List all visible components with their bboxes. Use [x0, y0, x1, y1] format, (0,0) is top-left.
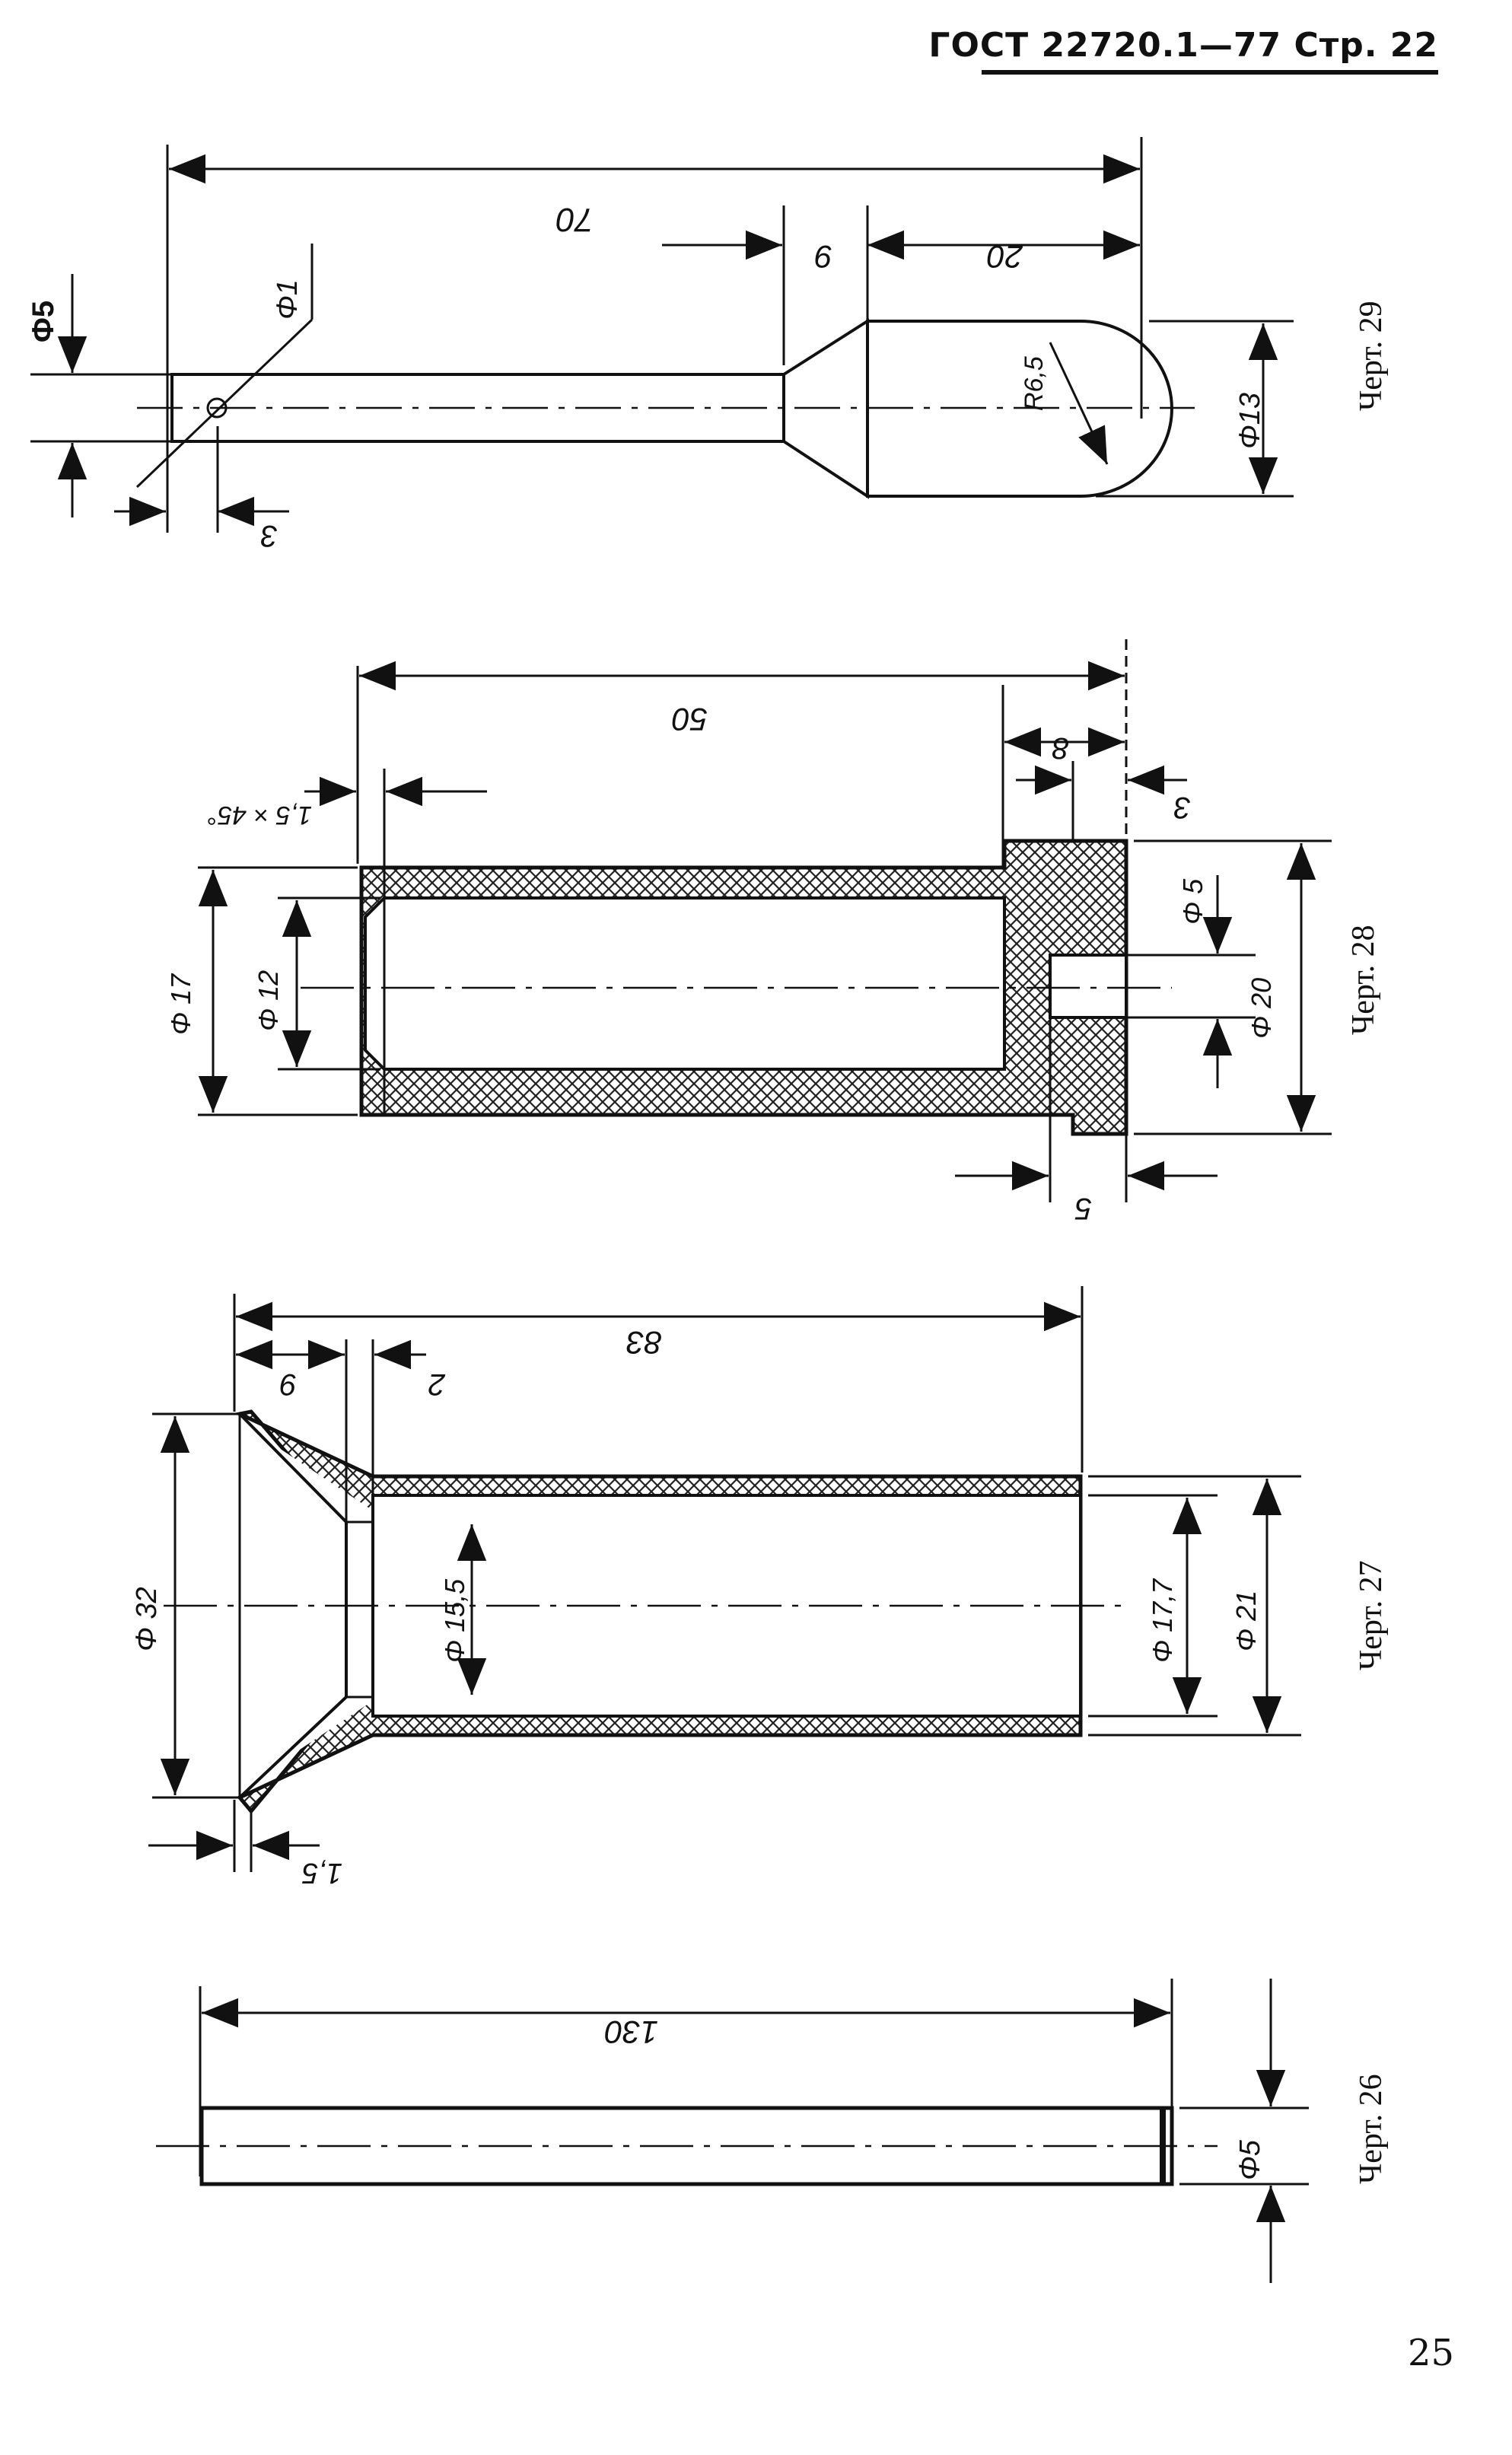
fig28-dim-dia20: Φ 20: [1246, 978, 1277, 1039]
fig29-caption: Черт. 29: [1354, 301, 1389, 411]
fig27-dim-9: 9: [280, 1368, 297, 1401]
figure-28: [198, 639, 1332, 1202]
figure-29-labels: 70 9 20 Φ1 Φ5 3 R6,5 Φ13 Черт. 29: [27, 201, 1389, 552]
fig28-dim-5: 5: [1074, 1192, 1092, 1225]
fig26-dim-dia5: Φ5: [1234, 2139, 1266, 2180]
figure-26-labels: 130 Φ5 Черт. 26: [604, 2014, 1389, 2184]
fig29-dim-dia5: Φ5: [27, 301, 60, 342]
fig28-dim-dia17: Φ 17: [165, 973, 196, 1035]
figure-27: [148, 1286, 1301, 1872]
fig27-caption: Черт. 27: [1354, 1560, 1389, 1670]
fig29-dim-r65: R6,5: [1020, 356, 1049, 411]
fig27-dim-dia177: Φ 17,7: [1147, 1578, 1178, 1663]
fig29-dim-dia1: Φ1: [272, 279, 304, 320]
page-number: 25: [1408, 2332, 1455, 2374]
fig28-dim-8: 8: [1052, 731, 1069, 765]
fig27-dim-83: 83: [626, 1325, 662, 1361]
fig28-dim-dia5: Φ 5: [1177, 878, 1208, 925]
fig29-dim-dia13: Φ13: [1234, 393, 1266, 449]
fig27-dim-2: 2: [428, 1368, 446, 1401]
header-title: ГОСТ 22720.1—77 Стр. 22: [928, 26, 1438, 65]
fig29-dim-3: 3: [261, 519, 278, 552]
fig27-dim-dia155: Φ 15,5: [439, 1578, 470, 1663]
fig27-dim-15: 1,5: [301, 1857, 342, 1889]
figure-26: [156, 1979, 1309, 2283]
fig27-dim-dia32: Φ 32: [131, 1587, 163, 1651]
fig29-dim-70: 70: [556, 201, 594, 238]
fig28-dim-50: 50: [672, 702, 708, 737]
fig27-dim-dia21: Φ 21: [1230, 1590, 1262, 1651]
fig29-dim-20: 20: [987, 239, 1023, 275]
fig29-dim-9: 9: [815, 239, 832, 275]
figure-29: [30, 137, 1294, 533]
page-header: ГОСТ 22720.1—77 Стр. 22: [928, 11, 1438, 75]
fig26-caption: Черт. 26: [1354, 2074, 1389, 2184]
figure-28-labels: 50 8 3 1,5 × 45° Φ 17 Φ 12 Φ 5 Φ 20 5 Че…: [165, 702, 1381, 1225]
fig26-dim-130: 130: [604, 2014, 658, 2050]
fig28-dim-dia12: Φ 12: [253, 970, 284, 1031]
fig28-caption: Черт. 28: [1346, 925, 1381, 1035]
fig28-dim-3: 3: [1174, 791, 1191, 824]
header-rule: [982, 70, 1438, 75]
fig28-dim-chamfer: 1,5 × 45°: [208, 801, 312, 829]
figure-27-labels: 83 9 2 Φ 32 Φ 15,5 Φ 17,7 Φ 21 1,5 Черт.…: [131, 1325, 1389, 1889]
